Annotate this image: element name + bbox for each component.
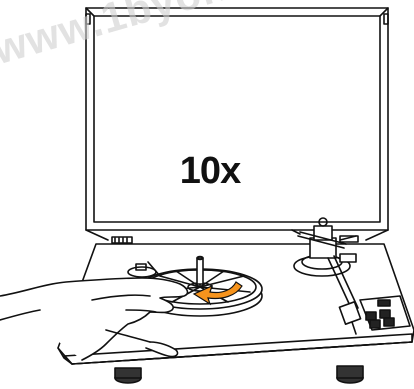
dust-cover-lid — [86, 8, 388, 240]
turntable-feet — [115, 366, 363, 383]
spindle — [197, 257, 203, 285]
rotation-count-label: 10x — [150, 150, 270, 193]
